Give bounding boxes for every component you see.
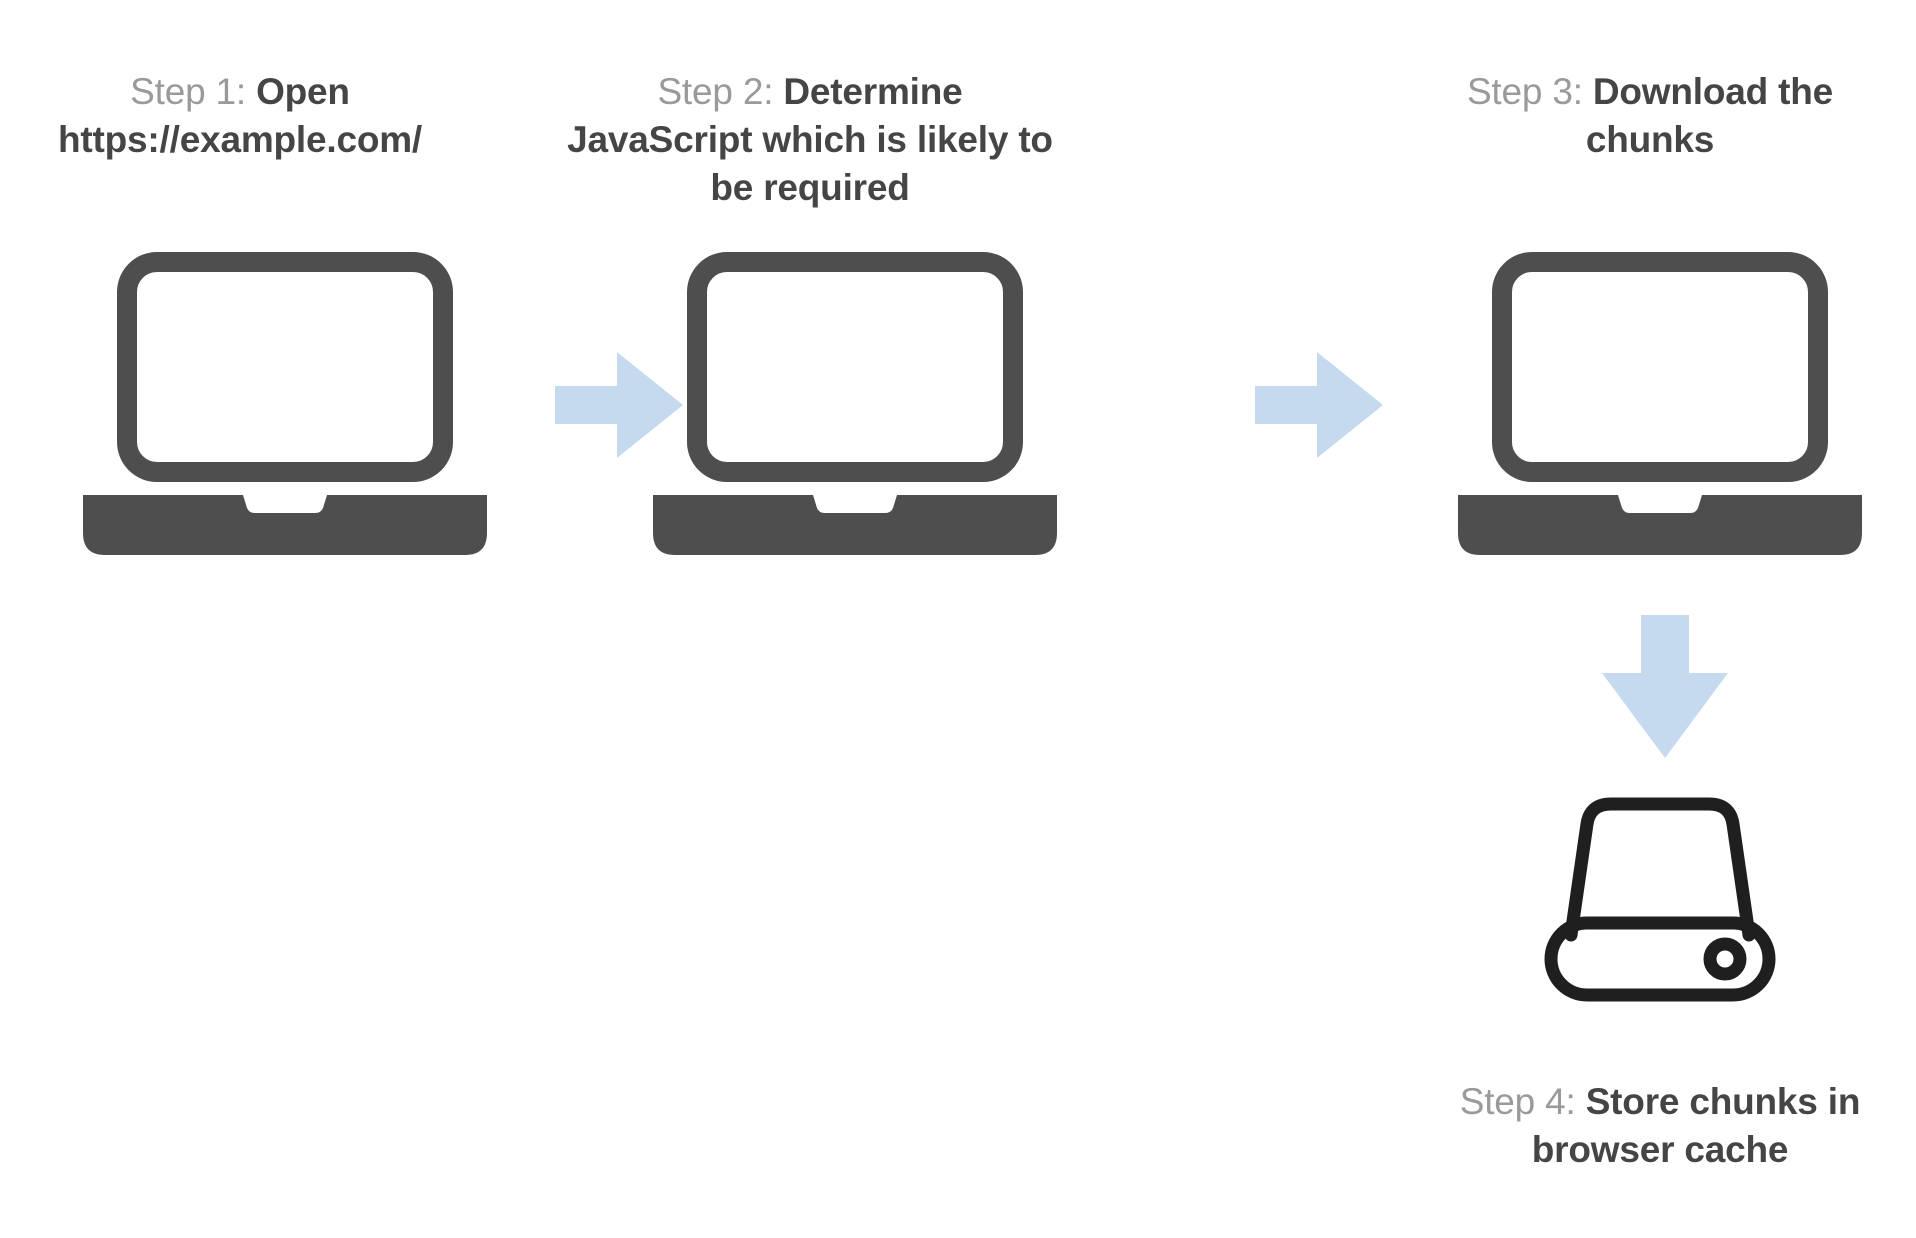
laptop-icon — [1450, 250, 1870, 570]
step-2-label: Step 2: — [657, 71, 784, 112]
laptop-icon — [75, 250, 495, 570]
step-1-label: Step 1: — [130, 71, 257, 112]
step-1-caption: Step 1: Open https://example.com/ — [20, 68, 460, 164]
arrow-right-icon — [1255, 350, 1385, 460]
step-1-title: Open https://example.com/ — [57, 71, 423, 161]
step-3-caption: Step 3: Download the chunks — [1420, 68, 1880, 164]
step-3-title: Download the chunks — [1585, 71, 1834, 161]
step-2-title: Determine JavaScript which is likely to … — [567, 71, 1053, 209]
laptop-icon — [645, 250, 1065, 570]
step-2-caption: Step 2: Determine JavaScript which is li… — [560, 68, 1060, 212]
arrow-down-icon — [1600, 615, 1730, 760]
storage-disk-icon — [1535, 790, 1785, 1005]
step-4-title: Store chunks in browser cache — [1531, 1081, 1861, 1171]
step-4-label: Step 4: — [1459, 1081, 1586, 1122]
step-3-label: Step 3: — [1466, 71, 1593, 112]
arrow-right-icon — [555, 350, 685, 460]
step-4-caption: Step 4: Store chunks in browser cache — [1440, 1078, 1880, 1174]
